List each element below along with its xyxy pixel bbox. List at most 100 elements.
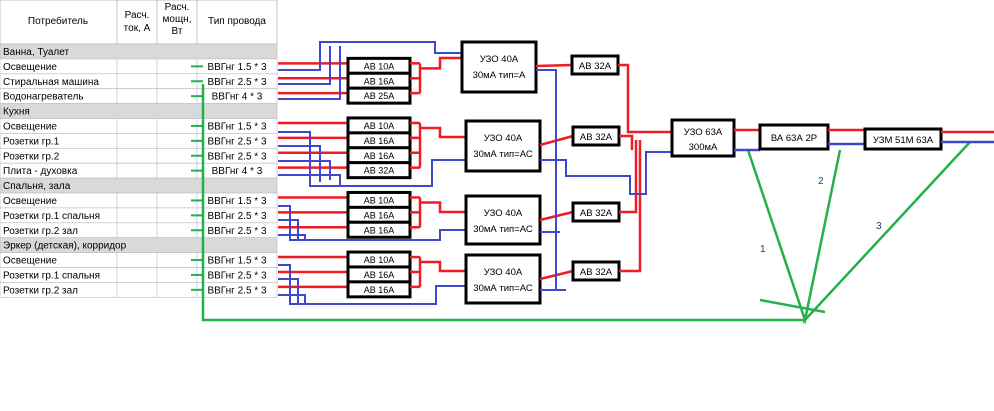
neutral-wire — [278, 234, 306, 240]
breaker-label: АВ 10А — [364, 121, 395, 131]
breaker-box — [346, 280, 412, 299]
breaker-label: АВ 16А — [364, 285, 395, 295]
group-breaker-label: АВ 32А — [580, 267, 613, 278]
main-switch-label: ВА 63А 2Р — [771, 133, 817, 144]
consumer-label: Освещение — [3, 122, 57, 133]
phase-bus — [420, 201, 466, 214]
rcd-label: УЗО 40А — [484, 208, 523, 219]
group-breaker-label: АВ 32А — [579, 61, 612, 72]
wire-type: ВВГнг 2.5 * 3 — [207, 271, 266, 282]
header-wire: Тип провода — [208, 16, 266, 27]
neutral-wire — [278, 205, 466, 241]
rcd-label: 30мА тип=АС — [473, 224, 533, 235]
group-breaker-label: АВ 32А — [580, 208, 613, 219]
group-label: Спальня, зала — [3, 181, 71, 192]
consumer-label: Стиральная машина — [3, 77, 99, 88]
main-rcd-box — [670, 118, 736, 158]
breaker-label: АВ 32А — [364, 166, 395, 176]
rcd-label: 30мА тип=А — [473, 70, 526, 81]
consumer-label: Освещение — [3, 196, 57, 207]
rcd-box — [464, 119, 542, 173]
breaker-label: АВ 25А — [364, 91, 395, 101]
voltage-relay-box — [863, 127, 943, 151]
group-label: Кухня — [3, 107, 30, 118]
rcd-box — [464, 253, 542, 305]
header-consumer: Потребитель — [28, 15, 88, 27]
phase-riser — [619, 134, 634, 150]
table-header — [0, 0, 278, 45]
voltage-relay-label: УЗМ 51М 63А — [873, 135, 934, 146]
ground-lines — [759, 298, 826, 314]
neutral-wire — [278, 264, 466, 305]
consumer-label: Розетки гр.1 спальня — [3, 271, 100, 282]
neutral-wire — [278, 294, 306, 304]
wire-type: ВВГнг 1.5 * 3 — [207, 256, 266, 267]
rcd-box — [464, 194, 542, 246]
breaker-label: АВ 16А — [364, 210, 395, 220]
header-current: Расч.ток, А — [124, 10, 151, 34]
ground-label-1: 1 — [760, 244, 766, 255]
rcd-label: 30мА тип=АС — [473, 283, 533, 294]
main-rcd-label: УЗО 63А — [684, 127, 723, 138]
phase-riser — [618, 63, 672, 134]
consumer-label: Освещение — [3, 256, 57, 267]
main-switch-box — [758, 123, 830, 151]
breaker-label: АВ 16А — [364, 76, 395, 86]
neutral-wire — [278, 174, 341, 186]
neutral-riser — [540, 151, 672, 195]
neutral-wire — [278, 46, 331, 85]
neutral-wire — [278, 41, 462, 71]
breaker-label: АВ 10А — [364, 195, 395, 205]
breaker-box — [346, 161, 412, 180]
wire-type: ВВГнг 2.5 * 3 — [207, 151, 266, 162]
breaker-label: АВ 16А — [364, 225, 395, 235]
group-label: Эркер (детская), корридор — [3, 241, 127, 252]
neutral-wire — [278, 160, 331, 180]
neutral-wire — [278, 219, 299, 240]
consumer-label: Розетки гр.2 — [3, 151, 60, 162]
breaker-label: АВ 16А — [364, 136, 395, 146]
breaker-label: АВ 16А — [364, 270, 395, 280]
wire-type: ВВГнг 1.5 * 3 — [207, 196, 266, 207]
consumer-label: Плита - духовка — [3, 166, 78, 177]
neutral-wire — [278, 145, 321, 182]
wire-type: ВВГнг 2.5 * 3 — [207, 77, 266, 88]
wire-type: ВВГнг 4 * 3 — [212, 166, 263, 177]
wire-type: ВВГнг 1.5 * 3 — [207, 122, 266, 133]
main-rcd-label: 300мА — [689, 142, 718, 153]
consumer-label: Розетки гр.1 — [3, 136, 60, 147]
phase-wire — [535, 63, 573, 68]
wire-type: ВВГнг 1.5 * 3 — [207, 62, 266, 73]
ground-lines — [746, 141, 971, 325]
phase-bus — [420, 260, 466, 273]
consumer-label: Розетки гр.2 зал — [3, 226, 78, 237]
ground-label-3: 3 — [876, 221, 882, 232]
rcd-label: 30мА тип=АС — [473, 149, 533, 160]
ground-bus — [201, 84, 805, 322]
consumer-label: Розетки гр.1 спальня — [3, 211, 100, 222]
neutral-wire — [278, 46, 341, 100]
rcd-box — [460, 40, 538, 94]
wire-type: ВВГнг 2.5 * 3 — [207, 136, 266, 147]
breaker-box — [346, 86, 412, 105]
breaker-label: АВ 10А — [364, 61, 395, 71]
consumer-label: Водонагреватель — [3, 92, 84, 103]
phase-riser — [619, 140, 642, 273]
phase-riser — [619, 140, 638, 214]
wire-type: ВВГнг 2.5 * 3 — [207, 211, 266, 222]
phase-bus — [420, 126, 466, 139]
group-label: Ванна, Туалет — [3, 47, 69, 58]
breaker-label: АВ 16А — [364, 151, 395, 161]
wire-type: ВВГнг 4 * 3 — [212, 92, 263, 103]
neutral-wire — [278, 278, 299, 304]
consumer-label: Розетки гр.2 зал — [3, 285, 78, 296]
wire-type: ВВГнг 2.5 * 3 — [207, 226, 266, 237]
consumer-label: Освещение — [3, 62, 57, 73]
wire-type: ВВГнг 2.5 * 3 — [207, 285, 266, 296]
breaker-label: АВ 10А — [364, 255, 395, 265]
group-breaker-label: АВ 32А — [580, 132, 613, 143]
rcd-label: УЗО 40А — [480, 54, 519, 65]
rcd-label: УЗО 40А — [484, 133, 523, 144]
rcd-label: УЗО 40А — [484, 267, 523, 278]
